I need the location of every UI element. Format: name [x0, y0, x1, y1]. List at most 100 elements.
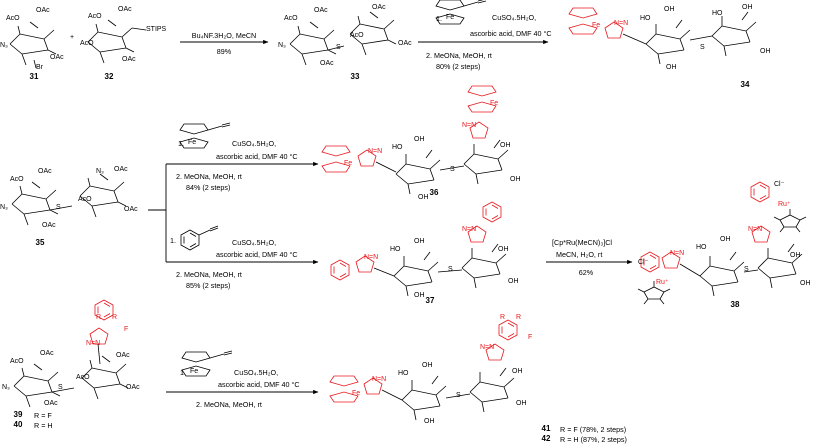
- atom-label-n3: N₃: [0, 42, 8, 49]
- atom-label-s: S: [336, 44, 341, 51]
- atom-label-oac: OAc: [372, 4, 386, 11]
- atom-label-aco: AcO: [76, 374, 90, 381]
- reaction-6-step2: 2. MeONa, MeOH, rt: [196, 400, 262, 409]
- atom-label-f: F: [528, 334, 533, 341]
- reaction-6-ferrocene-fe: Fe: [190, 368, 199, 375]
- reaction-5-yield: 62%: [578, 268, 594, 277]
- atom-label-r: R: [112, 314, 118, 321]
- atom-label-oh: OH: [510, 176, 521, 183]
- atom-label-fe: Fe: [344, 160, 353, 167]
- reaction-3-step1-label: 1.: [178, 139, 184, 148]
- compound-32-structure: [87, 19, 147, 64]
- reaction-4-ascorbic: ascorbic acid, DMF 40 °C: [216, 250, 298, 259]
- atom-label-cl: Cl⁻: [638, 259, 649, 266]
- atom-label-oh: OH: [666, 64, 677, 71]
- atom-label-nn: N=N: [748, 226, 763, 233]
- reaction-3-ferrocene-fe: Fe: [188, 139, 197, 146]
- atom-label-oac: OAc: [320, 60, 334, 67]
- atom-label-cl: Cl⁻: [774, 181, 785, 188]
- reaction-4-yield: 85% (2 steps): [186, 281, 231, 290]
- atom-label-aco: AcO: [78, 196, 92, 203]
- reaction-2-ferrocene-fe: Fe: [446, 14, 455, 21]
- reaction-4-step2: 2. MeONa, MeOH, rt: [176, 270, 242, 279]
- reaction-5-reagent-a: [Cp*Ru(MeCN)₃]Cl: [552, 238, 613, 247]
- atom-label-oac: OAc: [118, 6, 132, 13]
- atom-label-aco: AcO: [350, 32, 364, 39]
- compound-39-40-structure: [13, 299, 129, 408]
- atom-label-oac: OAc: [126, 384, 140, 391]
- compound-38-structure: [637, 181, 807, 305]
- compound-37-structure: [330, 201, 507, 297]
- compound-41-42-structure: [329, 319, 518, 421]
- atom-label-aco: AcO: [88, 13, 102, 20]
- atom-label-s: S: [700, 44, 705, 51]
- phenylacetylene-reagent-r4: [180, 225, 219, 251]
- atom-label-n3: N₃: [2, 384, 10, 391]
- compound-31-structure: [9, 21, 57, 69]
- atom-label-oh: OH: [414, 136, 425, 143]
- atom-label-nn: N=N: [368, 148, 383, 155]
- atom-label-nn: N=N: [614, 20, 629, 27]
- atom-label-oh: OH: [500, 142, 511, 149]
- atom-label-oh: OH: [422, 362, 433, 369]
- atom-label-oh: OH: [418, 194, 429, 201]
- atom-label-oac: OAc: [44, 400, 58, 407]
- reaction-3-yield: 84% (2 steps): [186, 183, 231, 192]
- atom-label-ru: Ru⁺: [778, 201, 791, 208]
- atom-label-fe: Fe: [490, 100, 499, 107]
- compound-number-37: 37: [425, 296, 435, 305]
- atom-label-oac: OAc: [124, 206, 138, 213]
- reaction-1-yield: 89%: [216, 47, 232, 56]
- atom-label-oac: OAc: [36, 7, 50, 14]
- atom-label-r: R: [516, 314, 522, 321]
- atom-label-oh: OH: [508, 278, 519, 285]
- atom-label-oac: OAc: [40, 350, 54, 357]
- atom-label-ho: HO: [696, 244, 707, 251]
- branch-connector: [148, 164, 167, 262]
- atom-label-oac: OAc: [122, 56, 136, 63]
- reaction-3-step2: 2. MeONa, MeOH, rt: [176, 172, 242, 181]
- atom-label-oh: OH: [664, 6, 675, 13]
- atom-label-stips: STIPS: [146, 26, 167, 33]
- atom-label-oh: OH: [424, 418, 435, 425]
- substituent-42: R = H (87%, 2 steps): [560, 435, 627, 444]
- atom-label-aco: AcO: [10, 358, 24, 365]
- atom-label-s: S: [456, 392, 461, 399]
- reaction-4-cuso4: CuSO₄.5H₂O,: [232, 238, 277, 247]
- atom-label-nn: N=N: [372, 376, 387, 383]
- compound-number-39: 39: [13, 410, 23, 419]
- atom-label-oh: OH: [760, 48, 771, 55]
- reaction-2-step2: 2. MeONa, MeOH, rt: [426, 51, 492, 60]
- atom-label-aco: AcO: [80, 40, 94, 47]
- reaction-6-step1-label: 1.: [180, 368, 186, 377]
- atom-label-oh: OH: [516, 400, 527, 407]
- atom-label-oh: OH: [414, 292, 425, 299]
- atom-label-aco: AcO: [10, 176, 24, 183]
- atom-label-oh: OH: [742, 4, 753, 11]
- atom-label-oh: OH: [414, 238, 425, 245]
- atom-label-n3: N₃: [278, 42, 286, 49]
- reaction-3-cuso4: CuSO₄.5H₂O,: [232, 139, 277, 148]
- atom-label-nn: N=N: [462, 226, 477, 233]
- atom-label-r: R: [500, 314, 506, 321]
- atom-label-nn: N=N: [462, 122, 477, 129]
- reaction-2-yield: 80% (2 steps): [436, 62, 481, 71]
- atom-label-s: S: [448, 266, 453, 273]
- atom-label-oac: OAc: [116, 352, 130, 359]
- atom-label-oh: OH: [512, 368, 523, 375]
- atom-label-ru: Ru⁺: [656, 279, 669, 286]
- atom-label-nn: N=N: [670, 250, 685, 257]
- atom-label-oh: OH: [790, 252, 801, 259]
- compound-number-40: 40: [13, 420, 23, 429]
- atom-label-oac: OAc: [314, 7, 328, 14]
- compound-number-33: 33: [350, 72, 360, 81]
- substituent-40: R = H: [34, 421, 53, 430]
- compound-number-36: 36: [429, 188, 439, 197]
- reaction-5-reagent-b: MeCN, H₂O, rt: [556, 250, 603, 259]
- atom-label-oac: OAc: [42, 222, 56, 229]
- substituent-39: R = F: [34, 411, 52, 420]
- atom-label-oac: AcO: [6, 15, 20, 22]
- atom-label-ho: HO: [640, 15, 651, 22]
- compound-number-42: 42: [541, 434, 551, 443]
- substituent-41: R = F (78%, 2 steps): [560, 425, 627, 434]
